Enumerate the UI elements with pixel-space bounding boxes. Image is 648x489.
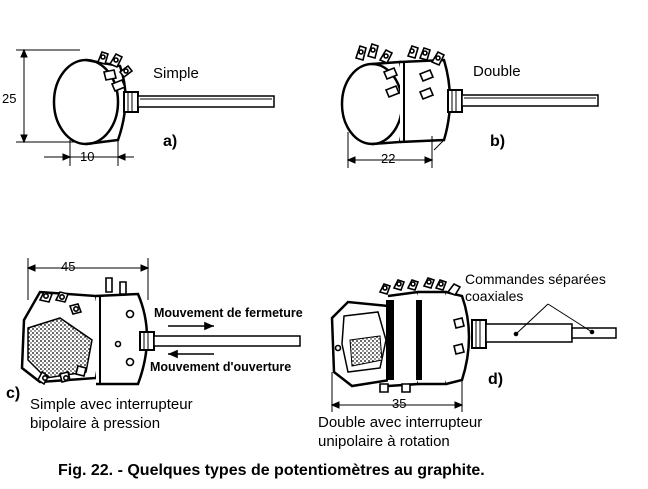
dim-height-a-label: 25	[2, 91, 16, 106]
shaft-b	[461, 94, 599, 107]
dim-width-d-label: 35	[392, 396, 406, 411]
panel-c-desc-line2: bipolaire à pression	[30, 415, 160, 432]
arrow-open-label: Mouvement d'ouverture	[150, 360, 291, 374]
dim-depth-b-label: 22	[381, 151, 395, 166]
panel-c-letter: c)	[6, 385, 20, 402]
panel-a-simple-pot: 25 10 Simple a)	[2, 48, 275, 166]
controls-label-line1: Commandes séparées	[465, 271, 606, 287]
dim-depth-a-label: 10	[80, 149, 94, 164]
terminals-c	[36, 277, 135, 386]
panel-c-desc-line1: Simple avec interrupteur	[30, 396, 193, 413]
shaft-a	[137, 95, 275, 108]
dim-width-c	[26, 258, 150, 300]
panel-c-switch-pot: 45 Mouvement de fermeture	[6, 258, 303, 432]
dim-width-d	[330, 372, 464, 412]
panel-b-title: Double	[473, 63, 521, 80]
movement-arrows-c	[168, 321, 214, 359]
bushing-a	[123, 91, 139, 113]
coaxial-leaders	[513, 303, 595, 337]
dim-depth-b	[346, 132, 445, 168]
terminals-d	[334, 277, 465, 393]
outer-shaft-d	[485, 323, 573, 343]
bushing-b	[447, 89, 463, 113]
terminals-a	[96, 51, 134, 93]
controls-label-line2: coaxiales	[465, 288, 523, 304]
panel-d-desc-line1: Double avec interrupteur	[318, 414, 482, 431]
terminals-b	[354, 42, 446, 101]
panel-d-letter: d)	[488, 371, 503, 388]
dim-height-a	[16, 48, 80, 144]
arrow-close-label: Mouvement de fermeture	[154, 306, 303, 320]
dim-width-c-label: 45	[61, 259, 75, 274]
panel-a-letter: a)	[163, 133, 177, 150]
panel-b-letter: b)	[490, 133, 505, 150]
panel-d-desc-line2: unipolaire à rotation	[318, 433, 450, 450]
panel-d-double-switch-pot: 35 Commandes séparées coaxiales d) Doubl…	[318, 271, 617, 450]
panel-a-title: Simple	[153, 65, 199, 82]
shaft-c	[153, 335, 301, 347]
panel-b-double-pot: 22 Double b)	[340, 42, 599, 168]
figure-caption: Fig. 22. - Quelques types de potentiomèt…	[58, 462, 485, 479]
dim-depth-a	[44, 138, 134, 166]
